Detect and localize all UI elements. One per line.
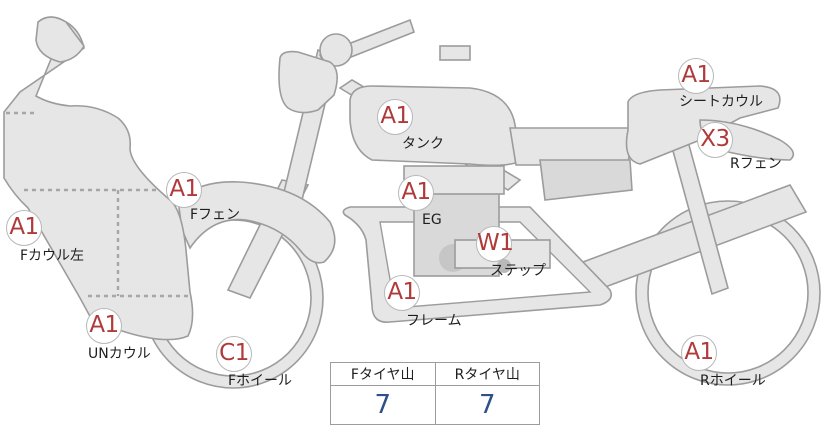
grade-seat-cowl[interactable]: A1 [678,58,714,94]
grade-step[interactable]: W1 [476,226,514,262]
grade-f-wheel[interactable]: C1 [216,336,252,372]
front-tire-tread-header: Fタイヤ山 [330,362,436,386]
label-frame: フレーム [406,313,462,329]
tank-shape[interactable] [349,85,523,167]
grade-f-fender[interactable]: A1 [166,172,202,208]
label-r-wheel: Rホイール [700,373,766,389]
grade-un-cowl[interactable]: A1 [86,308,122,344]
label-tank: タンク [402,136,444,152]
front-fender-shape[interactable] [177,181,336,264]
grade-frame[interactable]: A1 [384,275,420,311]
front-tire-tread-value[interactable]: 7 [330,385,436,425]
grade-f-cowl-left[interactable]: A1 [6,210,42,246]
rear-tire-tread-header: Rタイヤ山 [434,362,540,386]
label-seat-cowl: シートカウル [679,94,763,110]
front-wheel-shape[interactable] [142,207,324,389]
grade-tank[interactable]: A1 [377,99,413,135]
label-f-fender: Fフェン [190,207,241,223]
tire-tread-table: Fタイヤ山 Rタイヤ山 7 7 [330,362,540,425]
seat-shape[interactable] [509,127,633,201]
label-un-cowl: UNカウル [88,346,151,362]
grade-r-wheel[interactable]: A1 [681,335,717,371]
label-f-wheel: Fホイール [228,373,293,389]
handlebar-shape[interactable] [278,18,471,114]
grade-engine[interactable]: A1 [398,175,434,211]
label-engine: EG [422,212,442,228]
label-f-cowl-left: Fカウル左 [20,248,85,264]
rear-tire-tread-value[interactable]: 7 [434,385,540,425]
label-step: ステップ [490,263,546,279]
label-r-fender: Rフェン [730,156,782,172]
grade-r-fender[interactable]: X3 [697,122,733,158]
front-cowl-shape[interactable] [3,16,194,341]
